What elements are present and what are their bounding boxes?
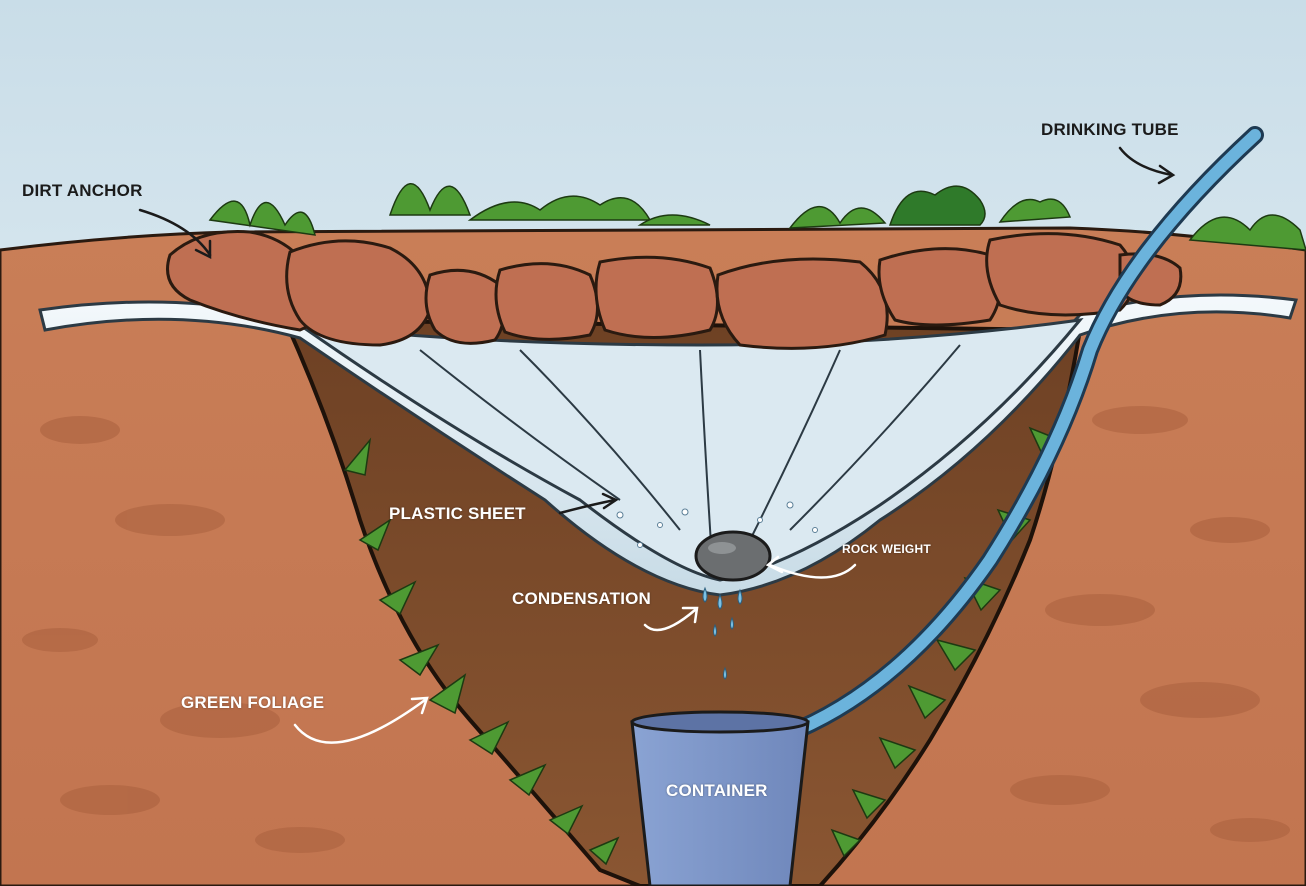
plastic-sheet-folds <box>419 344 961 561</box>
label-plastic-sheet: PLASTIC SHEET <box>389 504 526 523</box>
label-green-foliage: GREEN FOLIAGE <box>181 693 325 712</box>
arrow-green-foliage <box>293 698 427 744</box>
drinking-tube-fill <box>779 129 1261 741</box>
arrow-rock-weight <box>768 563 857 579</box>
label-rock-weight: ROCK WEIGHT <box>842 542 931 556</box>
pit-foliage-left <box>343 437 620 866</box>
arrow-plastic-sheet <box>558 498 617 515</box>
container-rim <box>630 710 810 734</box>
soil-texture <box>22 406 1290 853</box>
container <box>630 720 810 886</box>
arrow-dirt-anchor-head <box>194 239 212 260</box>
arrow-drinking-tube-head <box>1157 164 1176 185</box>
surface-foliage <box>208 183 1306 251</box>
label-dirt-anchor: DIRT ANCHOR <box>22 181 143 200</box>
arrow-plastic-sheet-head <box>601 492 619 510</box>
dirt-anchor-rocks <box>166 230 1183 350</box>
annotation-arrows <box>138 146 1176 515</box>
rock-weight-highlight <box>708 542 736 554</box>
annotation-arrows-light <box>293 555 857 744</box>
arrow-dirt-anchor <box>138 208 212 257</box>
label-container: CONTAINER <box>666 781 768 800</box>
arrow-condensation-head <box>681 606 699 624</box>
condensation-droplets <box>616 501 818 548</box>
water-drips <box>702 586 743 680</box>
label-drinking-tube: DRINKING TUBE <box>1041 120 1179 139</box>
arrow-drinking-tube <box>1118 146 1174 177</box>
label-condensation: CONDENSATION <box>512 589 652 608</box>
arrow-green-foliage-head <box>410 696 429 715</box>
arrow-rock-weight-head <box>765 555 784 574</box>
arrow-condensation <box>643 608 697 632</box>
plastic-sheet-body <box>299 317 1084 582</box>
rock-weight <box>694 530 772 582</box>
